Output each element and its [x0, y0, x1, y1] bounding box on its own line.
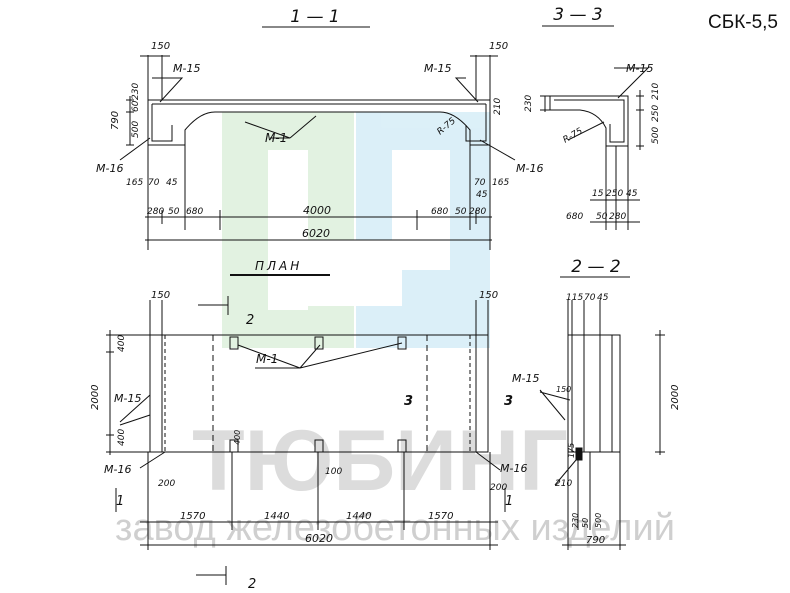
dim-280-right: 280	[469, 207, 486, 217]
s2-dim-210: 210	[555, 479, 572, 489]
dim-250-s3-bottom: 250	[606, 189, 623, 199]
plan-dim-1570-right: 1570	[428, 511, 453, 522]
s2-dim-175: 175	[567, 443, 576, 458]
mark-3-outside: 3	[504, 394, 513, 409]
dim-70-right: 70	[474, 178, 486, 188]
plan-dim-200-left: 200	[158, 479, 175, 489]
plan-label-m16-right: М-16	[500, 462, 527, 475]
title-section-3-3: 3 — 3	[553, 5, 602, 25]
s2-label-m15: М-15	[512, 372, 539, 385]
dim-45-right: 45	[476, 190, 488, 200]
dim-500-left: 500	[131, 121, 141, 138]
dim-680-s3: 680	[566, 212, 583, 222]
dim-60-left: 60	[131, 100, 141, 112]
section-2-2	[539, 300, 626, 550]
title-section-1-1: 1 — 1	[290, 7, 339, 27]
label-m1-section: М-1	[265, 131, 287, 145]
label-m16-left: М-16	[96, 162, 123, 175]
plan-dim-150-right: 150	[479, 290, 498, 301]
dim-150-left: 150	[151, 41, 170, 52]
dim-50-s3: 50	[596, 212, 608, 222]
title-plan: ПЛАН	[255, 259, 302, 273]
dim-165-left: 165	[126, 178, 143, 188]
dim-230-s3: 230	[524, 95, 534, 112]
dim-280-left: 280	[147, 207, 164, 217]
dim-45-s3: 45	[626, 189, 638, 199]
dim-680-left: 680	[186, 207, 203, 217]
label-r75-s3: R-75	[562, 126, 585, 145]
dim-150-right: 150	[489, 41, 508, 52]
title-section-2-2: 2 — 2	[571, 257, 620, 277]
section-3-3	[540, 67, 650, 230]
plan-dim-200-right: 200	[490, 483, 507, 493]
dim-210-right: 210	[493, 98, 503, 115]
plan-label-m16-left: М-16	[104, 463, 131, 476]
dim-70-left: 70	[148, 178, 160, 188]
dim-790-left: 790	[110, 111, 121, 130]
mark-2-top: 2	[246, 313, 254, 328]
plan-dim-1570-left: 1570	[180, 511, 205, 522]
mark-1-left: 1	[116, 494, 124, 509]
plan-dim-6020: 6020	[305, 532, 333, 545]
s2-dim-70: 70	[584, 293, 596, 303]
s2-dim-230: 230	[571, 513, 580, 528]
s2-dim-500: 500	[594, 513, 603, 528]
s2-dim-50: 50	[581, 518, 590, 528]
plan-dim-1440-left: 1440	[264, 511, 289, 522]
plan-view	[106, 296, 665, 585]
label-m1-plan: М-1	[256, 352, 278, 366]
dim-50-left: 50	[168, 207, 180, 217]
plan-label-m15: М-15	[114, 392, 141, 405]
plan-dim-1440-right: 1440	[346, 511, 371, 522]
s2-dim-790: 790	[586, 535, 605, 546]
dim-500-s3: 500	[651, 127, 661, 144]
dim-15-s3: 15	[592, 189, 604, 199]
label-m15-section3: М-15	[626, 62, 653, 75]
plan-dim-100: 100	[325, 467, 342, 477]
plan-dim-40: 400	[233, 430, 242, 445]
watermark-tagline: завод железобетонных изделий	[115, 507, 675, 549]
mark-1-right: 1	[505, 494, 513, 509]
dim-50-right: 50	[455, 207, 467, 217]
plan-dim-150-left: 150	[151, 290, 170, 301]
dim-680-right: 680	[431, 207, 448, 217]
s2-dim-2000: 2000	[670, 385, 681, 410]
s2-dim-150: 150	[556, 385, 571, 394]
dim-230-left: 230	[131, 83, 141, 100]
plan-dim-400-top: 400	[117, 335, 127, 352]
dim-280-s3: 280	[609, 212, 626, 222]
plan-dim-2000: 2000	[90, 385, 101, 410]
dim-250-s3: 250	[651, 105, 661, 122]
dim-165-right: 165	[492, 178, 509, 188]
label-m16-right: М-16	[516, 162, 543, 175]
dim-210-s3: 210	[651, 83, 661, 100]
dim-45-left: 45	[166, 178, 178, 188]
dim-4000: 4000	[303, 204, 331, 217]
label-m15-right: М-15	[424, 62, 451, 75]
label-m15-left: М-15	[173, 62, 200, 75]
s2-dim-115: 115	[566, 293, 583, 303]
watermark-logo	[222, 112, 490, 348]
dim-6020-top: 6020	[302, 227, 330, 240]
section-1-1	[119, 55, 516, 250]
s2-dim-45: 45	[597, 293, 609, 303]
plan-dim-400-bottom: 400	[117, 429, 127, 446]
mark-2-bottom: 2	[248, 577, 256, 592]
document-code: СБК-5,5	[708, 12, 778, 33]
mark-3-inside: 3	[404, 394, 413, 409]
